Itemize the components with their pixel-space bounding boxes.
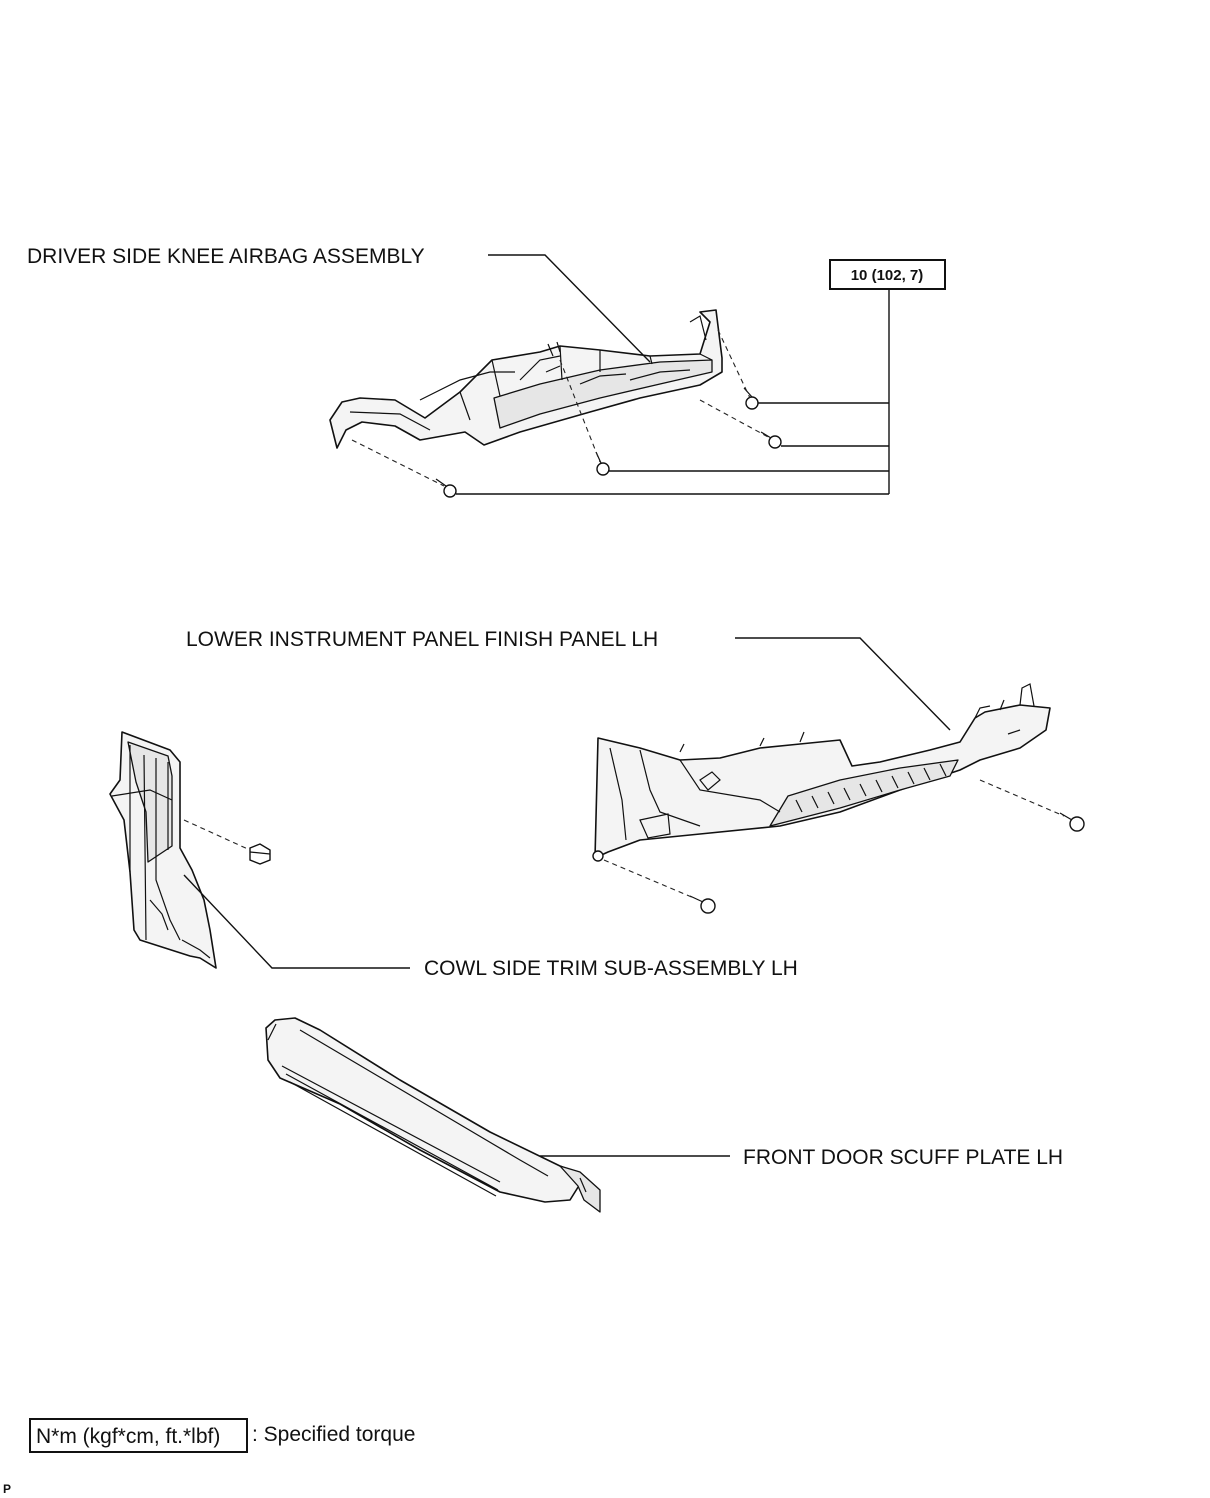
torque-value: 10 (102, 7) [851, 267, 924, 284]
cowl-trim-part [109, 731, 217, 969]
clip-tab [592, 850, 604, 862]
bolt-icon [760, 431, 782, 449]
knee-airbag-part [329, 309, 723, 449]
bolt-icon [689, 895, 716, 914]
finish-panel-label: LOWER INSTRUMENT PANEL FINISH PANEL LH [186, 628, 658, 651]
legend-box [29, 1418, 248, 1453]
cowl-trim-label: COWL SIDE TRIM SUB-ASSEMBLY LH [424, 957, 798, 980]
scuff-plate-label: FRONT DOOR SCUFF PLATE LH [743, 1146, 1063, 1169]
legend-box-text: N*m (kgf*cm, ft.*lbf) [36, 1425, 220, 1448]
legend-description: : Specified torque [252, 1423, 415, 1446]
clip-icon [249, 843, 271, 865]
scuff-plate-part [265, 1017, 601, 1213]
bolt-icon [1059, 812, 1085, 832]
knee-airbag-label: DRIVER SIDE KNEE AIRBAG ASSEMBLY [27, 245, 425, 268]
torque-box [829, 259, 946, 290]
corner-mark: P [3, 1482, 11, 1496]
bolt-icon [435, 478, 457, 498]
bolt-icon [743, 387, 759, 410]
finish-panel-part [594, 683, 1051, 859]
